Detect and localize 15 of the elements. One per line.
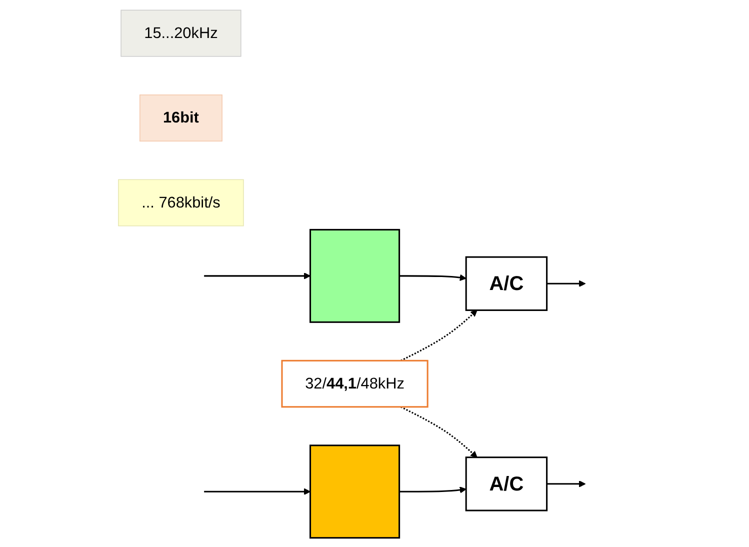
node-box: 16bit [138,94,222,141]
node-box: 15...20kHz [120,9,241,56]
node-box: A/C [464,256,548,310]
node-box: A/C [464,456,548,511]
arrow [546,480,586,487]
arrow [398,274,466,280]
node-box [309,444,400,538]
arrow [204,272,310,279]
node-box [309,228,400,322]
arrow [546,280,586,287]
node-box: ... 768kbit/s [118,178,244,226]
arrow [400,406,477,458]
arrow [204,488,310,494]
node-box: 32/44,1/48kHz [280,359,428,408]
arrow [398,486,466,493]
